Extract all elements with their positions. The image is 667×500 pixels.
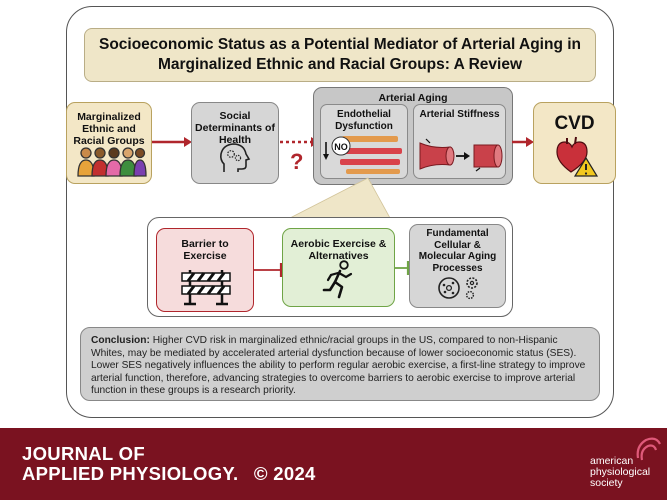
footer-bar: [0, 428, 667, 500]
arterial-aging-label: Arterial Aging: [378, 92, 448, 104]
society-line1: american: [590, 455, 634, 467]
heart-warning-icon: [556, 136, 599, 177]
inhibit-barrier-to-exercise: [254, 263, 283, 277]
conclusion-text: Higher CVD risk in marginalized ethnic/r…: [91, 335, 586, 397]
journal-line1: JOURNAL OF: [22, 443, 145, 464]
people-group-icon: [77, 147, 147, 177]
arrow-groups-to-sdoh: [152, 137, 192, 147]
barrier-label: Barrier to Exercise: [181, 238, 229, 262]
zoom-connector: [289, 177, 391, 219]
aerobic-box: Aerobic Exercise & Alternatives: [282, 228, 395, 307]
journal-line2: APPLIED PHYSIOLOGY.: [22, 463, 239, 484]
barricade-icon: [181, 270, 231, 306]
arrow-aging-to-cvd: [512, 137, 534, 147]
copyright: © 2024: [253, 463, 316, 484]
artery-stiff-icon: [419, 138, 503, 172]
endothelial-label: Endothelial Dysfunction: [335, 109, 393, 132]
fundamental-label: Fundamental Cellular & Molecular Aging P…: [418, 228, 497, 274]
groups-label: Marginalized Ethnic and Racial Groups: [73, 111, 145, 147]
conclusion-box: Conclusion: Higher CVD risk in marginali…: [80, 327, 600, 401]
aerobic-label: Aerobic Exercise & Alternatives: [290, 238, 387, 262]
head-gears-icon: [220, 143, 251, 172]
society-line2: physiological: [590, 466, 651, 478]
society-line3: society: [590, 477, 623, 489]
stiffness-label: Arterial Stiffness: [419, 109, 500, 120]
society-logo-icon: [636, 437, 661, 461]
sdoh-box: Social Determinants of Health: [191, 102, 279, 184]
cvd-label: CVD: [554, 113, 595, 134]
inhibit-exercise-to-aging: [395, 261, 410, 275]
question-mark: ?: [290, 149, 304, 174]
blood-vessel-icon: [323, 136, 402, 174]
journal-name: JOURNAL OF APPLIED PHYSIOLOGY. © 2024: [22, 444, 316, 484]
no-label: NO: [334, 142, 348, 152]
cell-gears-icon: [438, 277, 478, 300]
sdoh-label: Social Determinants of Health: [195, 110, 275, 146]
conclusion-label: Conclusion:: [91, 335, 150, 346]
society-name: american physiological society: [590, 456, 650, 489]
barrier-box: Barrier to Exercise: [156, 228, 254, 312]
journal-line2-row: APPLIED PHYSIOLOGY. © 2024: [22, 464, 316, 484]
runner-icon: [322, 260, 353, 299]
page-title: Socioeconomic Status as a Potential Medi…: [84, 28, 596, 82]
